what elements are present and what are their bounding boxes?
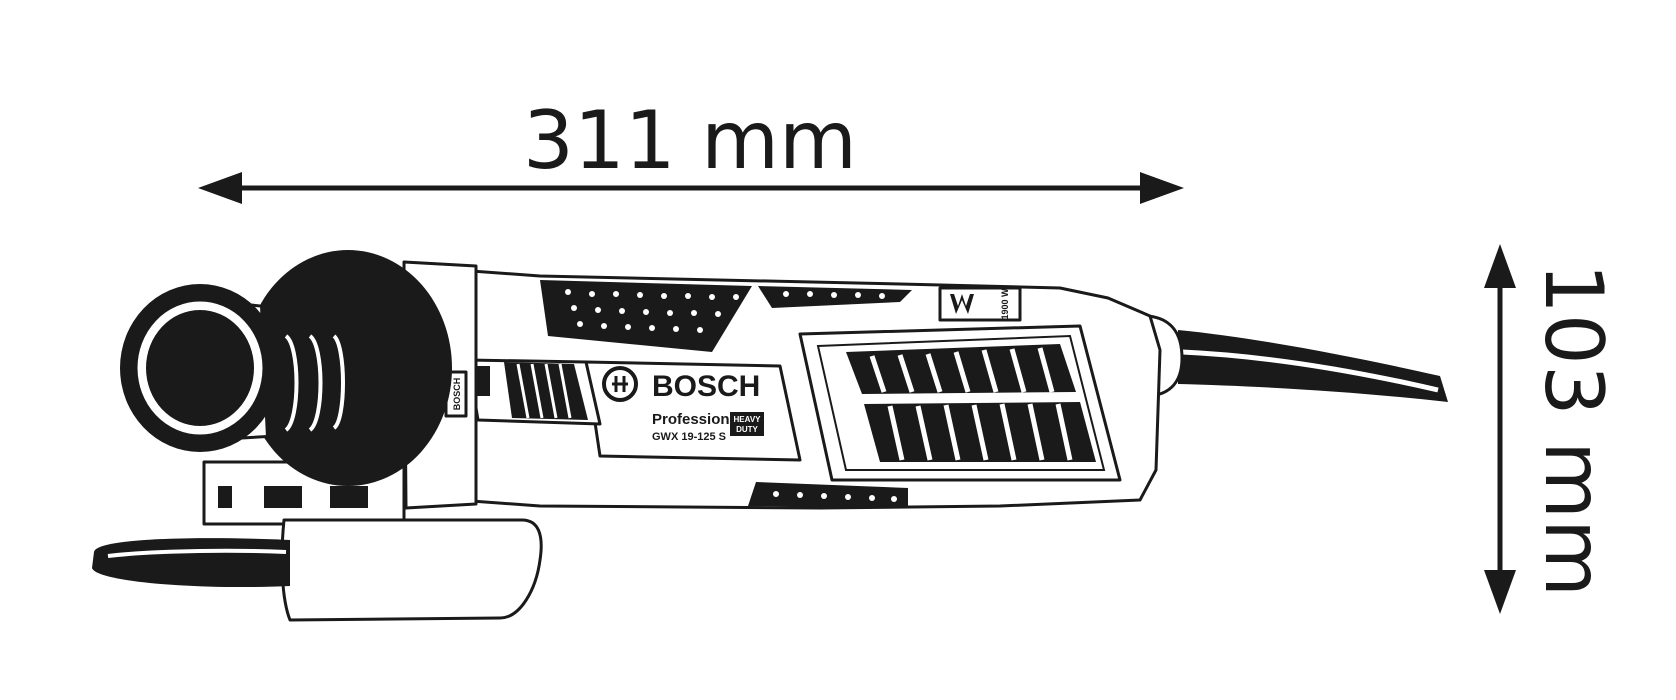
height-dimension: 103 mm [1484,244,1620,614]
cutting-disc [92,538,290,588]
product-model: GWX 19-125 S [652,431,726,443]
badge-line-2: DUTY [736,425,758,434]
length-dimension: 311 mm [198,94,1184,204]
length-arrow-left [198,172,242,204]
length-arrow-right [1140,172,1184,204]
length-label: 311 mm [523,94,857,187]
spindle-label: BOSCH [452,378,462,411]
brand-plate: BOSCH Professional GWX 19-125 S HEAVY DU… [584,360,802,462]
side-handle [120,284,348,452]
grip-dots [565,289,885,333]
disc-guard [280,518,543,622]
bottom-grip-panel [748,482,908,508]
lock-button [466,358,602,426]
power-rating-plate: 1900 W [938,286,1022,322]
heavy-duty-badge [730,412,764,436]
air-vents [798,324,1122,482]
product-line: Professional [652,411,742,428]
power-label: 1900 W [1000,288,1010,320]
brand-name: BOSCH [652,370,760,403]
height-label: 103 mm [1527,263,1620,597]
badge-line-1: HEAVY [734,415,762,424]
grinder-illustration: 1900 W BOSCH Professi [92,250,1448,622]
power-cable [1146,314,1448,402]
height-arrow-bottom [1484,570,1516,614]
top-grip-panel [540,280,752,352]
height-arrow-top [1484,244,1516,288]
